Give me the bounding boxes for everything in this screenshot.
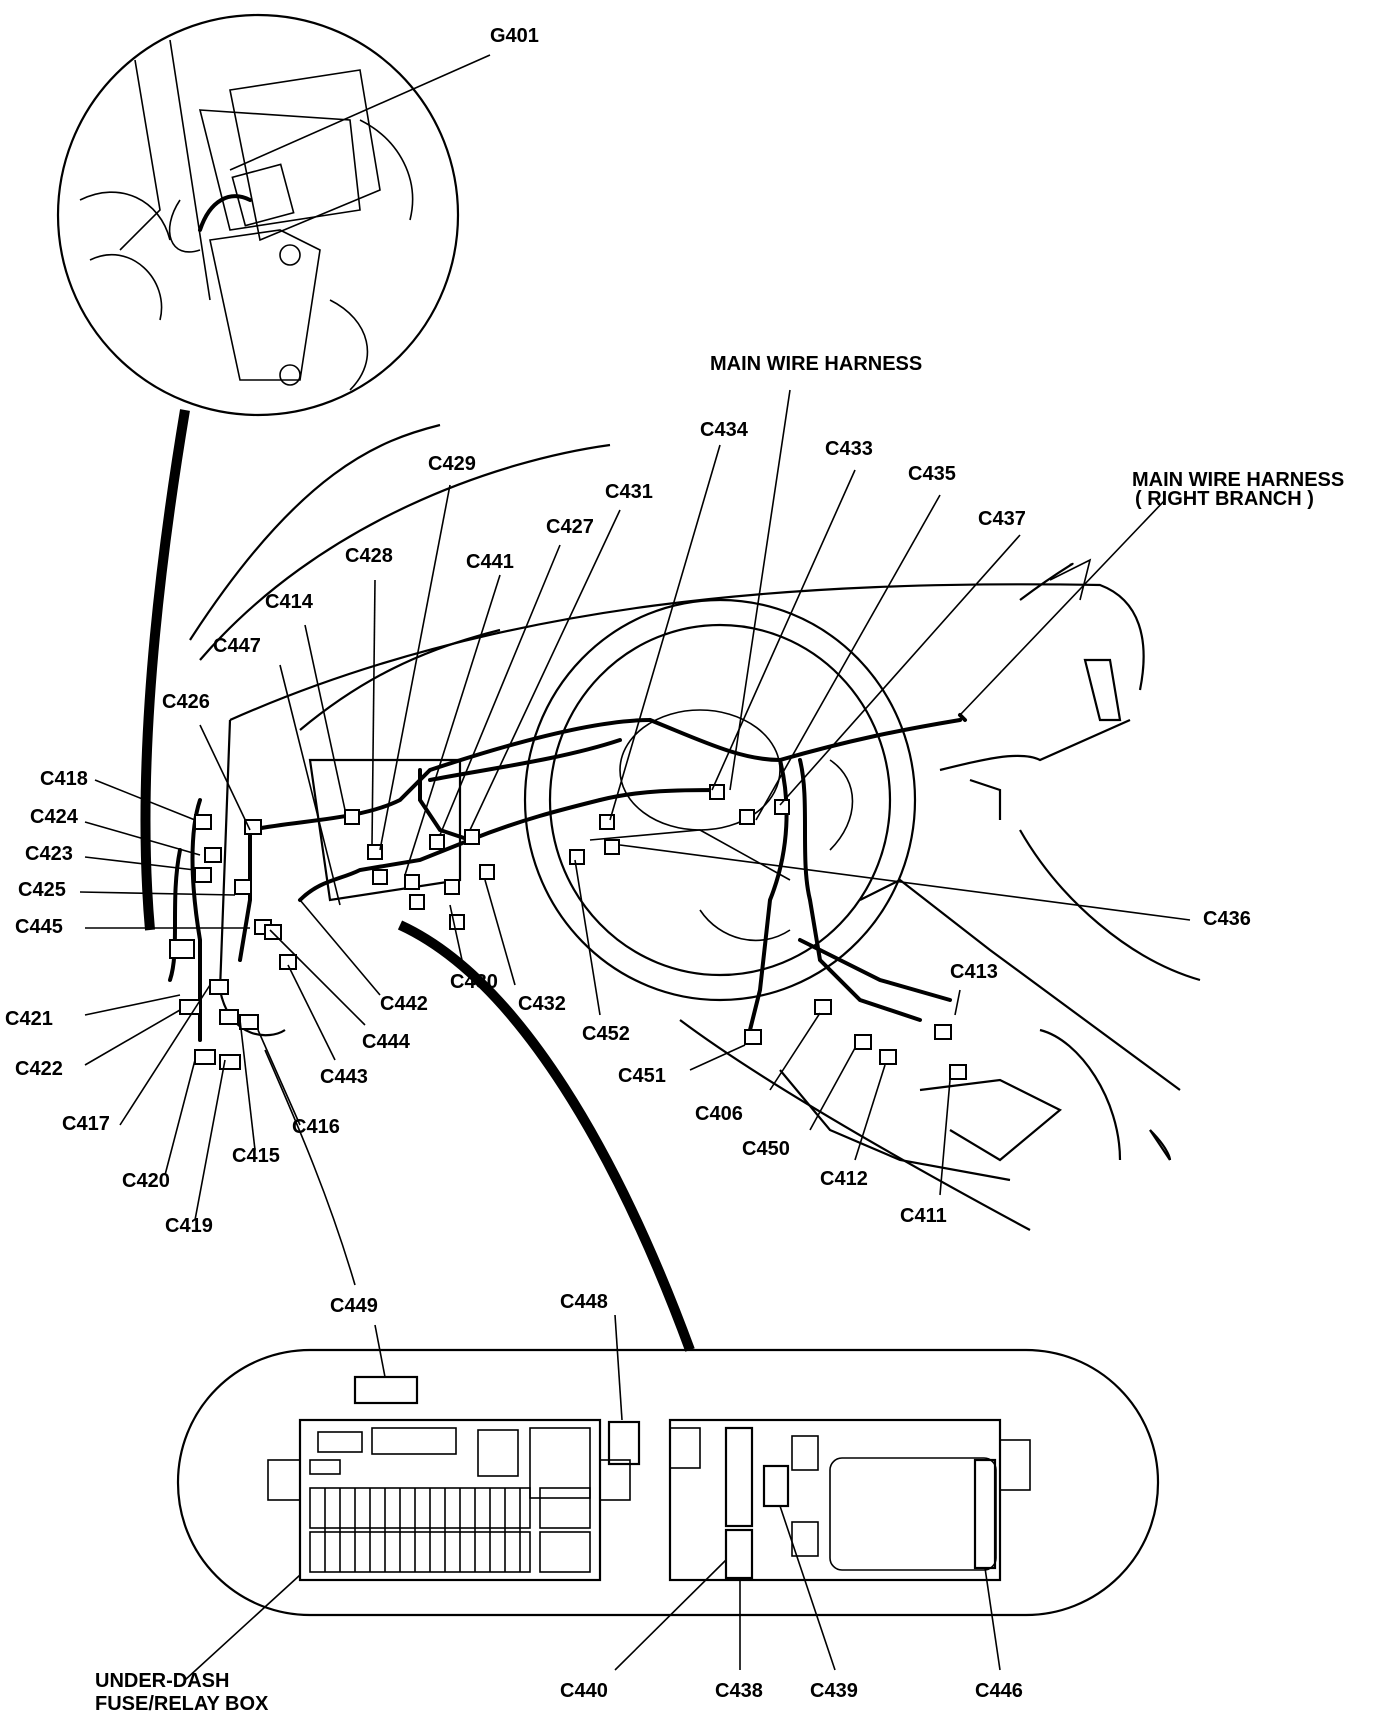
label-c438: C438 xyxy=(715,1680,763,1702)
label-c423: C423 xyxy=(25,843,73,865)
label-c431: C431 xyxy=(605,481,653,503)
inset-pointer-band xyxy=(140,409,190,931)
label-c447: C447 xyxy=(213,635,261,657)
label-c432: C432 xyxy=(518,993,566,1015)
label-c445: C445 xyxy=(15,916,63,938)
label-c428: C428 xyxy=(345,545,393,567)
connector-blocks xyxy=(169,784,967,1080)
label-c448: C448 xyxy=(560,1291,608,1313)
label-c420: C420 xyxy=(122,1170,170,1192)
label-c425: C425 xyxy=(18,879,66,901)
label-c419: C419 xyxy=(165,1215,213,1237)
label-c450: C450 xyxy=(742,1138,790,1160)
label-c417: C417 xyxy=(62,1113,110,1135)
label-c416: C416 xyxy=(292,1116,340,1138)
label-c411: C411 xyxy=(900,1205,947,1227)
fuse-relay-box-inset xyxy=(176,1348,1160,1617)
label-main-wire-harness-right-1: MAIN WIRE HARNESS xyxy=(1132,469,1344,491)
label-c433: C433 xyxy=(825,438,873,460)
label-main-wire-harness-right-2: ( RIGHT BRANCH ) xyxy=(1135,488,1314,510)
label-c442: C442 xyxy=(380,993,428,1015)
label-c437: C437 xyxy=(978,508,1026,530)
label-c435: C435 xyxy=(908,463,956,485)
label-c449: C449 xyxy=(330,1295,378,1317)
label-c414: C414 xyxy=(265,591,314,613)
labels: G401 MAIN WIRE HARNESS MAIN WIRE HARNESS… xyxy=(5,25,1344,1715)
label-c440: C440 xyxy=(560,1680,608,1702)
label-c406: C406 xyxy=(695,1103,743,1125)
label-g401: G401 xyxy=(490,25,539,47)
label-c430: C430 xyxy=(450,971,498,993)
label-main-wire-harness: MAIN WIRE HARNESS xyxy=(710,353,922,375)
label-fuse-box-line-2: FUSE/RELAY BOX xyxy=(95,1693,269,1715)
label-c426: C426 xyxy=(162,691,210,713)
label-c452: C452 xyxy=(582,1023,630,1045)
label-c443: C443 xyxy=(320,1066,368,1088)
label-c415: C415 xyxy=(232,1145,280,1167)
label-c436: C436 xyxy=(1203,908,1251,930)
label-c429: C429 xyxy=(428,453,476,475)
label-c444: C444 xyxy=(362,1031,411,1053)
label-c427: C427 xyxy=(546,516,594,538)
fusebox-pointer-band xyxy=(397,920,695,1352)
label-c451: C451 xyxy=(618,1065,666,1087)
label-c418: C418 xyxy=(40,768,88,790)
label-c439: C439 xyxy=(810,1680,858,1702)
fuse-grid xyxy=(309,1487,591,1573)
g401-inset xyxy=(56,13,460,417)
label-fuse-box-line-1: UNDER-DASH xyxy=(95,1670,229,1692)
label-c441: C441 xyxy=(466,551,514,573)
label-c424: C424 xyxy=(30,806,79,828)
label-c412: C412 xyxy=(820,1168,868,1190)
label-c421: C421 xyxy=(5,1008,53,1030)
label-c413: C413 xyxy=(950,961,998,983)
leader-lines xyxy=(79,54,1191,1681)
label-c446: C446 xyxy=(975,1680,1023,1702)
harness-wires xyxy=(168,713,967,1042)
label-c434: C434 xyxy=(700,419,749,441)
label-c422: C422 xyxy=(15,1058,63,1080)
